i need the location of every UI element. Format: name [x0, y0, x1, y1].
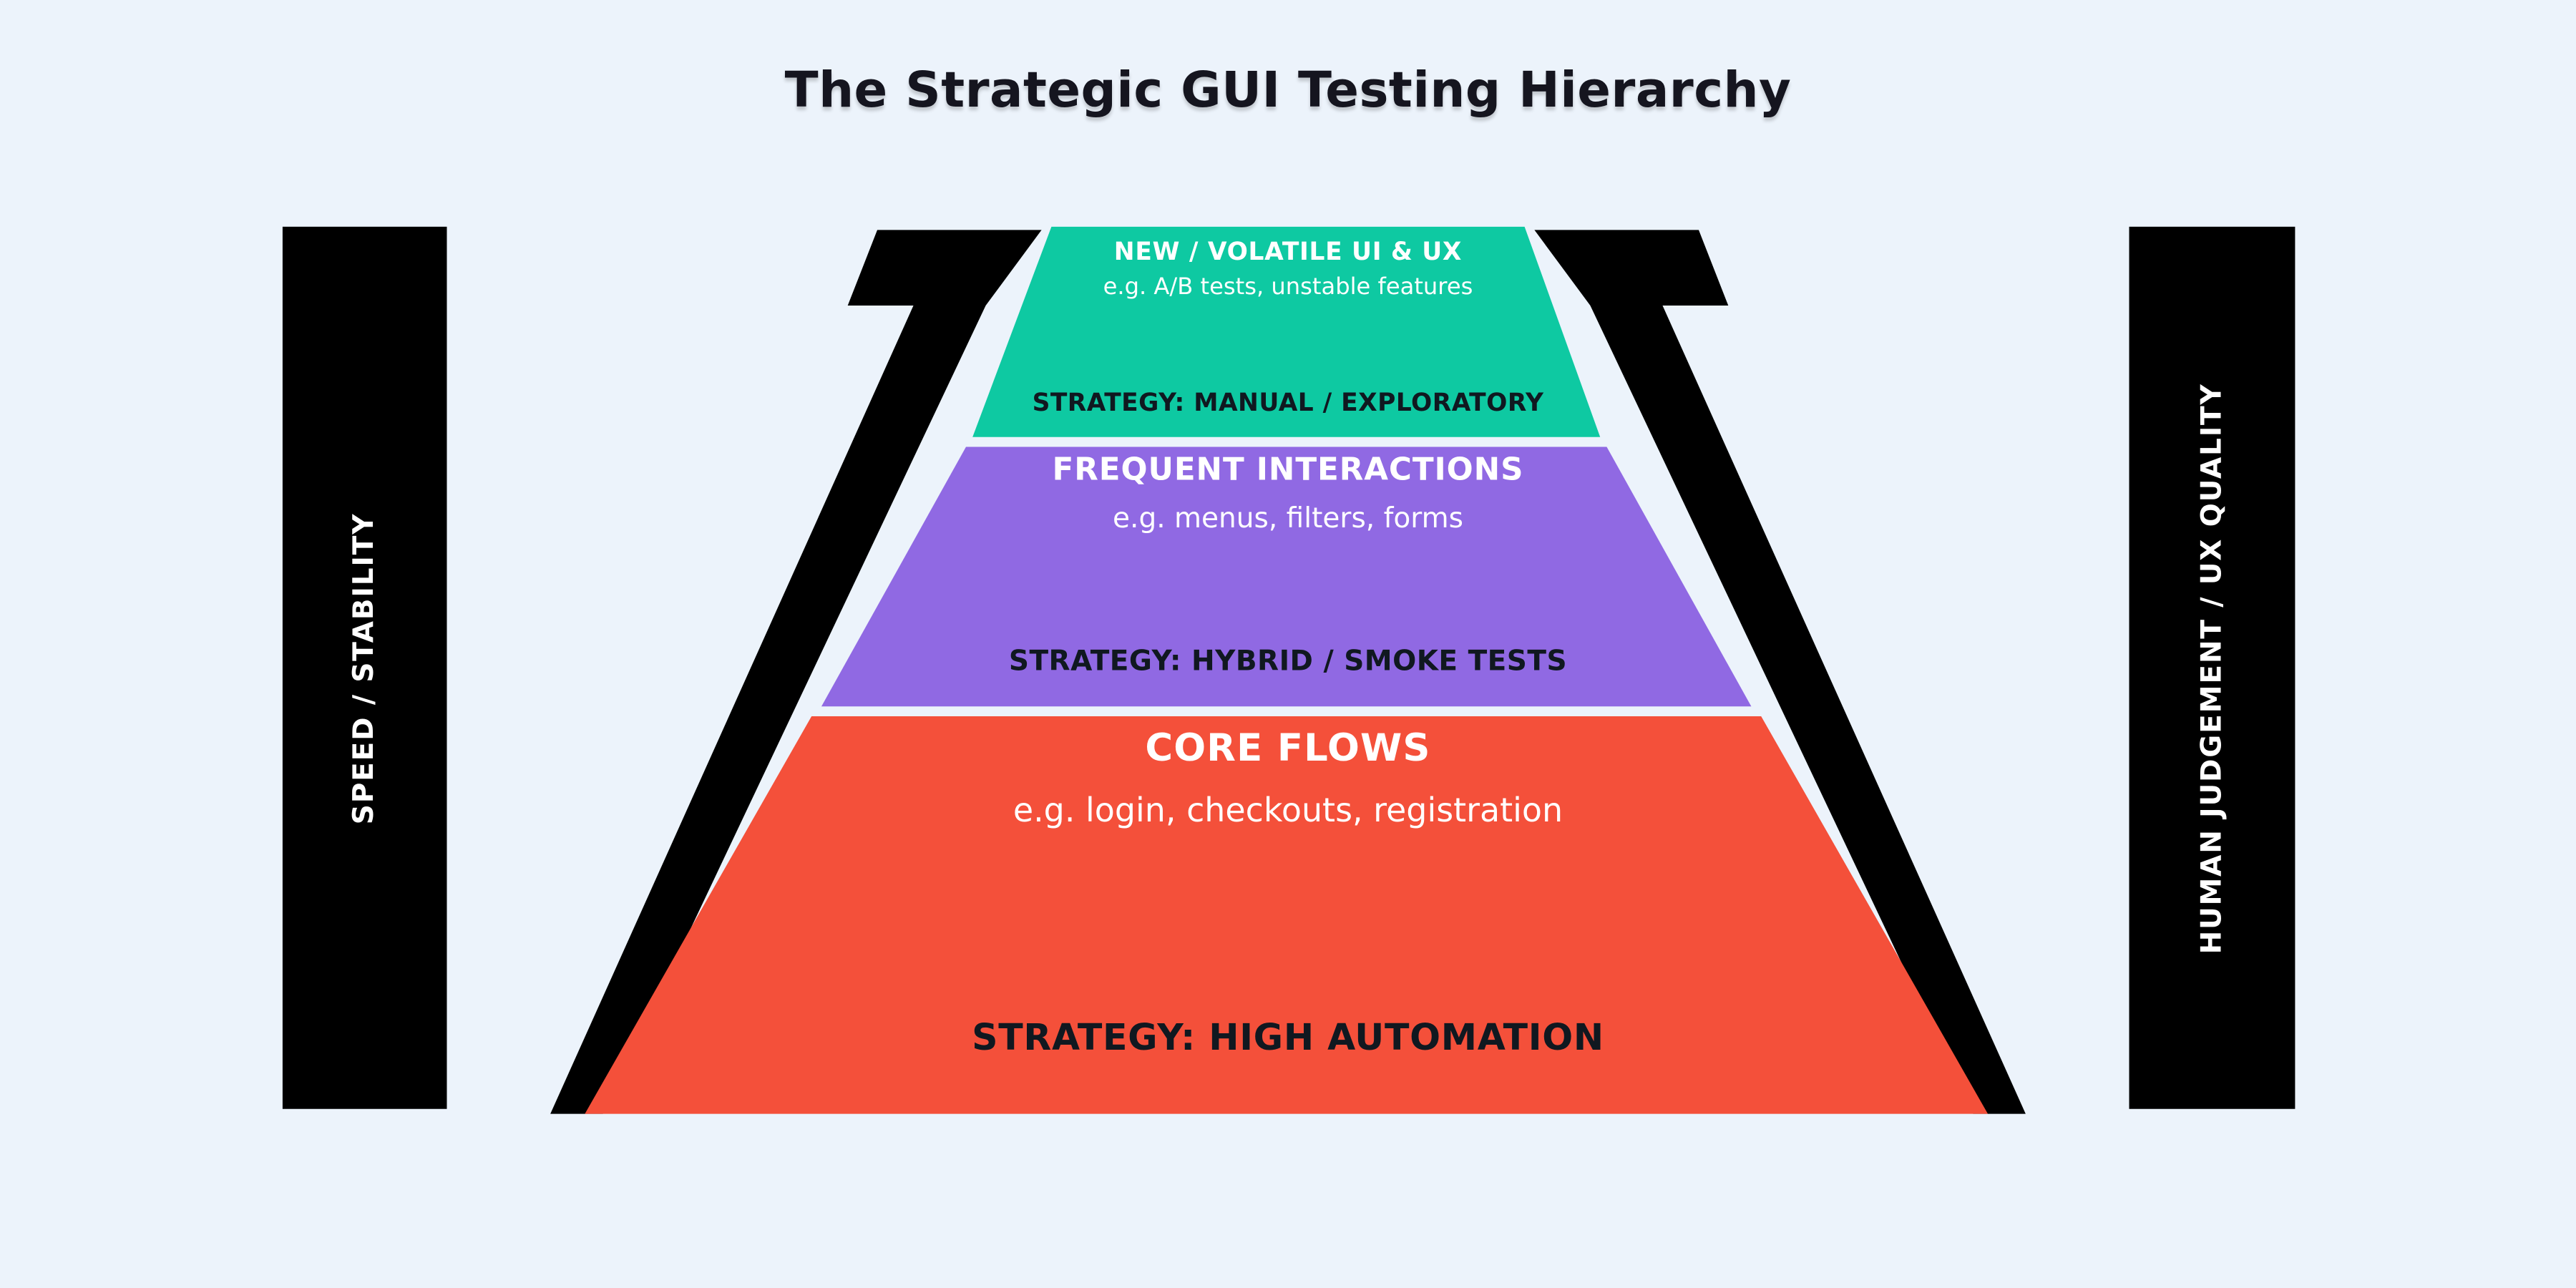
tier-top-shape — [972, 226, 1601, 437]
tier-top-example: e.g. A/B tests, unstable features — [1103, 274, 1473, 301]
tier-bottom-shape — [585, 716, 1989, 1114]
tier-middle-shape — [821, 447, 1752, 707]
right-axis-bar: HUMAN JUDGEMENT / UX QUALITY — [2129, 226, 2296, 1109]
tier-top-strategy: STRATEGY: MANUAL / EXPLORATORY — [1032, 387, 1544, 418]
diagram-title: The Strategic GUI Testing Hierarchy — [784, 62, 1792, 120]
left-arrow-shape — [550, 230, 1042, 1114]
left-axis-bar: SPEED / STABILITY — [282, 226, 447, 1109]
tier-bottom-example: e.g. login, checkouts, registration — [1013, 790, 1563, 830]
right-arrow-shape — [1534, 230, 2026, 1114]
tier-bottom-heading: CORE FLOWS — [1145, 728, 1431, 771]
tier-middle-example: e.g. menus, filters, forms — [1113, 502, 1463, 536]
tier-middle-strategy: STRATEGY: HYBRID / SMOKE TESTS — [1008, 645, 1568, 679]
tier-middle-heading: FREQUENT INTERACTIONS — [1052, 452, 1524, 488]
tier-bottom-strategy: STRATEGY: HIGH AUTOMATION — [972, 1018, 1604, 1060]
tier-top-heading: NEW / VOLATILE UI & UX — [1113, 236, 1463, 266]
